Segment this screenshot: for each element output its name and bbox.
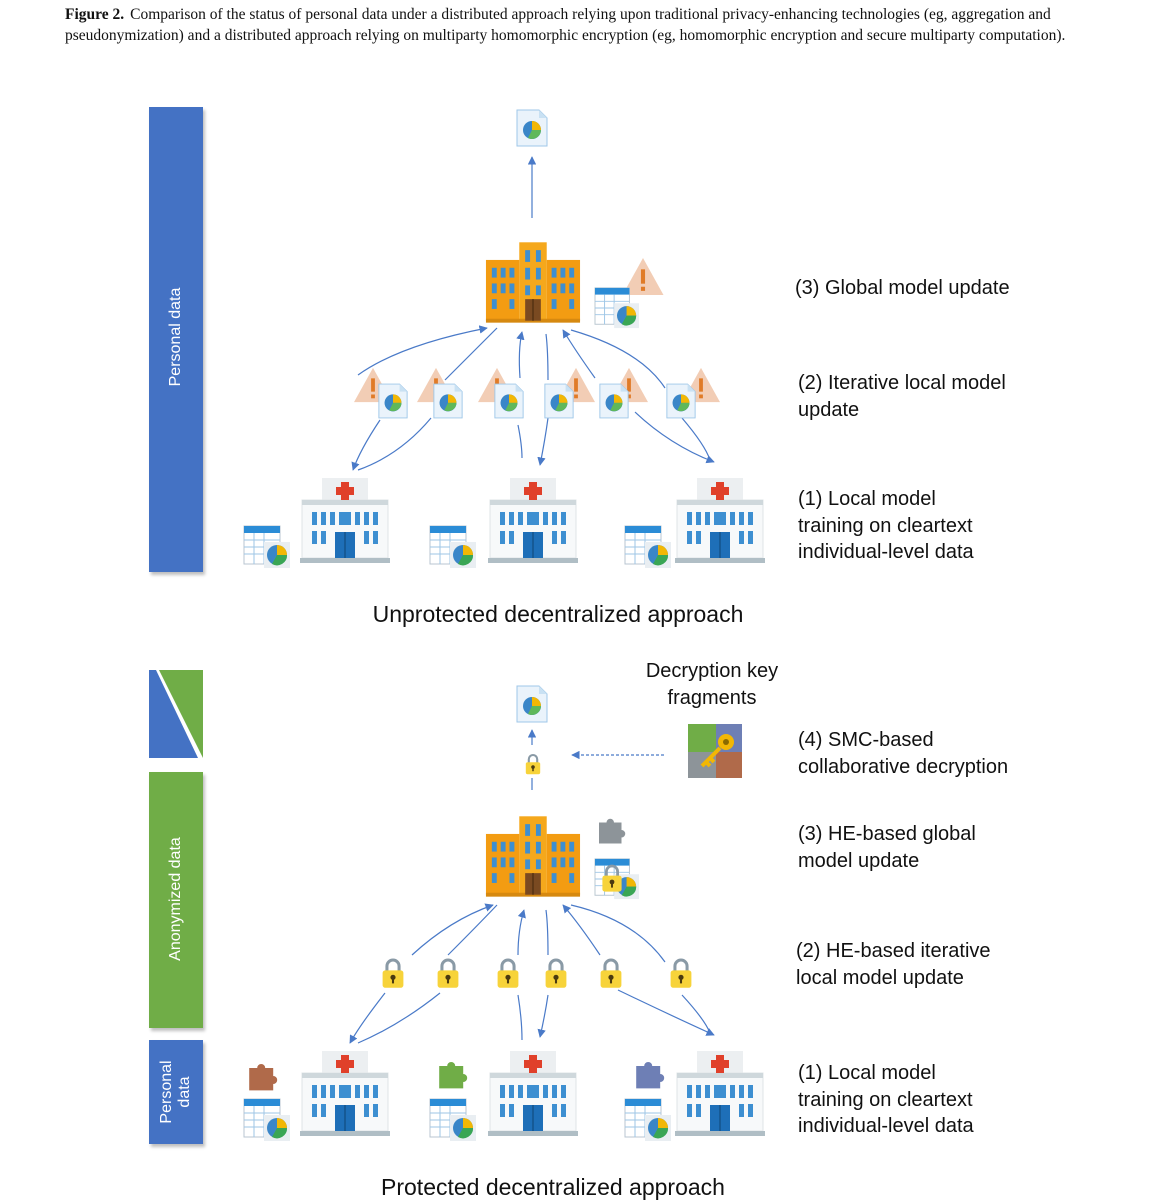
personal-data-bar-top [149,107,203,572]
lock-icon [544,958,568,990]
decrypted-model-document-icon [516,685,548,723]
top-step3-label: (3) Global model update [795,277,1010,299]
puzzle-icon [439,1062,468,1089]
document-chart-icon [666,383,696,419]
document-chart-icon [599,383,629,419]
hospital-icon [488,1050,578,1137]
bottom-step1-label: (1) Local model training on cleartext in… [798,1062,974,1137]
spreadsheet-icon [624,1098,672,1142]
lock-icon [436,958,460,990]
lock-icon [524,753,542,776]
local-updates-row [354,367,720,419]
bottom-step4-label: (4) SMC-based collaborative decryption [798,729,1009,778]
spreadsheet-icon [429,525,477,569]
puzzle-icon [636,1062,665,1089]
bottom-step3-label: (3) HE-based global model update [798,823,976,872]
bottom-step2-label: (2) HE-based iterative local model updat… [796,940,991,989]
key-fragments-label: Decryption key fragments [645,660,779,709]
spreadsheet-icon [243,525,291,569]
document-chart-icon [544,383,574,419]
top-panel-title: Unprotected decentralized approach [372,601,744,627]
hospital-icon [300,477,390,564]
hospital-icon [675,477,765,564]
personal-data-bar-bottom [149,1040,203,1144]
hospital-icon [488,477,578,564]
hospital-icon [300,1050,390,1137]
anonymized-data-bar [149,772,203,1028]
top-step2-label: (2) Iterative local model update [798,372,1006,421]
spreadsheet-icon [429,1098,477,1142]
hospital-icon [675,1050,765,1137]
top-step1-label: (1) Local model training on cleartext in… [798,488,974,563]
transition-bar [149,670,203,758]
puzzle-icon [599,818,626,844]
figure-caption: Figure 2.Comparison of the status of per… [65,5,1095,46]
global-model-document-icon [516,109,548,147]
caption-text: Comparison of the status of personal dat… [65,6,1066,44]
encrypted-updates-row [381,958,693,990]
spreadsheet-icon [624,525,672,569]
lock-icon [381,958,405,990]
bottom-panel-title: Protected decentralized approach [381,1174,725,1200]
central-building-icon [485,816,581,897]
caption-label: Figure 2. [65,6,125,23]
lock-icon [599,958,623,990]
document-chart-icon [494,383,524,419]
lock-icon [496,958,520,990]
lock-icon [669,958,693,990]
key-fragments-icon [688,724,742,778]
spreadsheet-icon [243,1098,291,1142]
document-chart-icon [433,383,463,419]
puzzle-icon [249,1064,278,1091]
document-chart-icon [378,383,408,419]
central-building-icon [485,242,581,323]
